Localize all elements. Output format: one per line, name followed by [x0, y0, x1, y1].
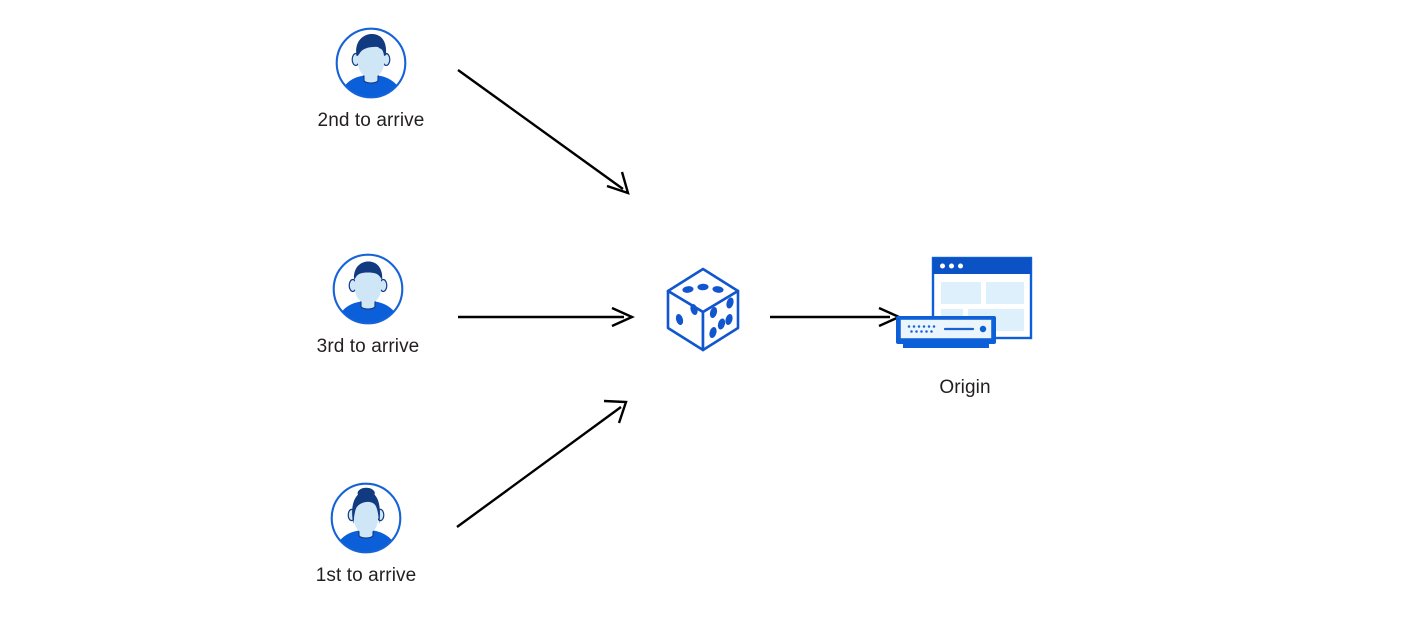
- user-avatar-icon: [329, 481, 403, 555]
- node-randomizer[interactable]: [659, 262, 747, 358]
- user-avatar-icon: [334, 26, 408, 100]
- arrow-3rd-to-dice: [458, 306, 635, 328]
- node-client-2nd[interactable]: 2nd to arrive: [306, 26, 436, 132]
- node-label: Origin: [939, 377, 991, 398]
- node-origin[interactable]: Origin: [891, 253, 1039, 399]
- node-client-3rd[interactable]: 3rd to arrive: [303, 252, 433, 358]
- arrow-1st-to-dice: [456, 399, 628, 528]
- arrow-dice-to-origin: [770, 306, 902, 328]
- server-device-shape: [896, 316, 996, 348]
- node-label: 1st to arrive: [315, 565, 417, 586]
- user-avatar-icon: [331, 252, 405, 326]
- node-client-1st[interactable]: 1st to arrive: [301, 481, 431, 587]
- arrow-2nd-to-dice: [457, 69, 630, 195]
- origin-server-icon: [891, 253, 1039, 363]
- node-label: 2nd to arrive: [317, 110, 425, 131]
- dice-icon: [659, 262, 747, 358]
- node-label: 3rd to arrive: [316, 336, 420, 357]
